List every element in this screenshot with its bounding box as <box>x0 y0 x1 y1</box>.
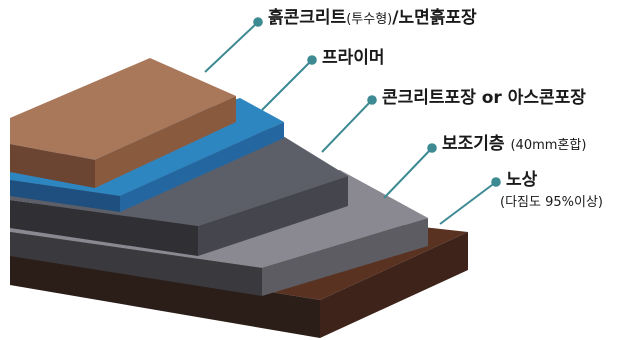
label-primer: 프라이머 <box>322 48 385 68</box>
label-subgrade: 노상 <box>506 170 538 190</box>
leader-subgrade <box>439 177 501 225</box>
label-concrete: 콘크리트포장 or 아스콘포장 <box>382 88 586 108</box>
label-surface: 흙콘크리트(투수형)/노면흙포장 <box>268 8 477 28</box>
leader-base <box>383 143 437 199</box>
leader-surface <box>204 17 263 73</box>
label-subgrade-note: (다짐도 95%이상) <box>500 195 603 210</box>
label-base: 보조기층 (40mm혼합) <box>442 134 587 154</box>
leader-lines <box>204 17 501 225</box>
leader-concrete <box>321 95 377 153</box>
soil-concrete-surface-layer <box>10 58 236 188</box>
leader-primer <box>261 55 317 111</box>
